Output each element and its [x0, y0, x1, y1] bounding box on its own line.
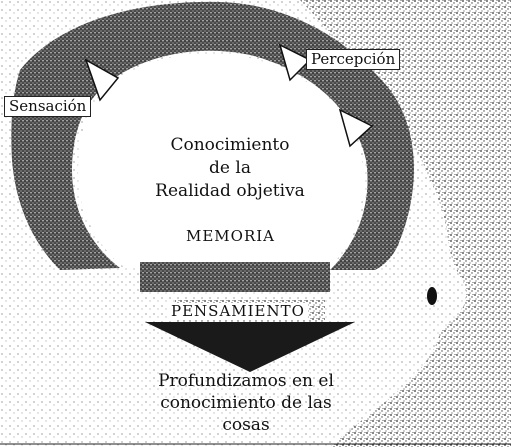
center-text-line2: de la [209, 158, 251, 178]
center-text: Conocimiento de la Realidad objetiva [140, 134, 320, 203]
arrow-head-right [338, 108, 374, 148]
center-text-line3: Realidad objetiva [155, 181, 305, 201]
inner-area [78, 53, 364, 269]
bottom-text-line3: cosas [222, 415, 270, 435]
bottom-text-line1: Profundizamos en el [158, 371, 334, 391]
label-percepcion: Percepción [306, 49, 401, 70]
arrow-head-upper-left [84, 58, 120, 102]
center-text-line1: Conocimiento [170, 135, 290, 155]
thinking-arrow [145, 322, 355, 372]
ear-mark [427, 287, 437, 305]
label-pensamiento: PENSAMIENTO [168, 303, 308, 320]
label-memoria: MEMORIA [186, 227, 276, 245]
head-profile [300, 0, 511, 447]
bottom-text: Profundizamos en el conocimiento de las … [136, 370, 356, 436]
memory-band [140, 262, 330, 292]
arrow-head-upper-right [278, 43, 312, 82]
bottom-text-line2: conocimiento de las [160, 393, 332, 413]
label-sensacion: Sensación [4, 96, 92, 117]
